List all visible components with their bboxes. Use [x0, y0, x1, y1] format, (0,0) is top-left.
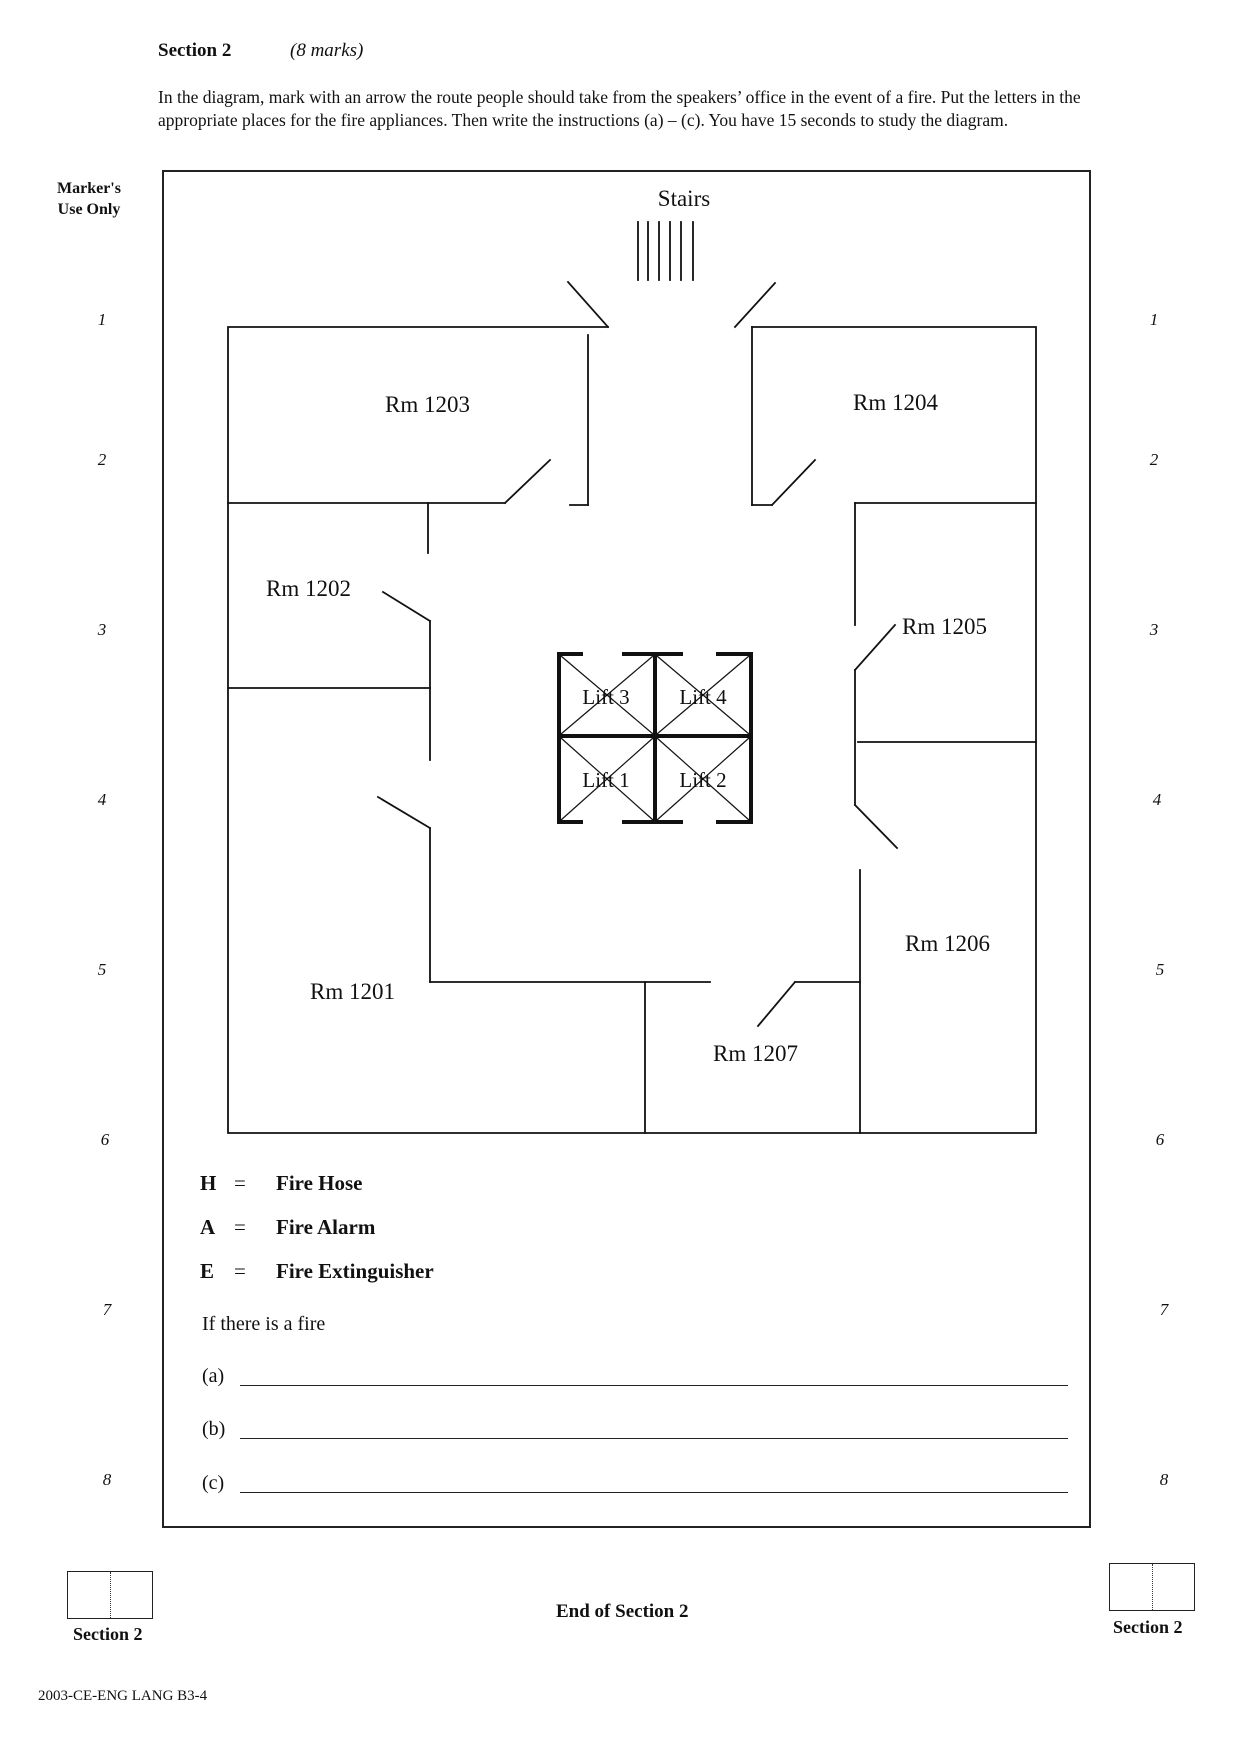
marker-number-right: 6: [1155, 1130, 1165, 1149]
lift-label: Lift 3: [582, 685, 629, 709]
marker-number-left: 4: [97, 790, 107, 809]
stairs-label: Stairs: [658, 186, 710, 211]
marker-number-left: 2: [97, 450, 107, 469]
instructions: In the diagram, mark with an arrow the r…: [158, 87, 1081, 130]
end-of-section: End of Section 2: [556, 1601, 689, 1622]
marker-number-left: 8: [102, 1470, 112, 1489]
legend-equals: =: [234, 1259, 246, 1283]
lift-label: Lift 2: [679, 768, 726, 792]
section-box-label-right: Section 2: [1113, 1617, 1183, 1637]
legend-equals: =: [234, 1215, 246, 1239]
legend-label: Fire Alarm: [276, 1215, 376, 1239]
room-label: Rm 1207: [713, 1041, 798, 1066]
legend-key: A: [200, 1215, 216, 1239]
marker-number-left: 5: [97, 960, 107, 979]
diagram-frame: [162, 170, 1091, 1528]
marker-score-box-left: [67, 1571, 153, 1619]
answer-line-a[interactable]: [240, 1385, 1068, 1386]
door-line: [566, 280, 610, 329]
legend-row: H = Fire Hose: [200, 1171, 363, 1196]
marker-number-left: 7: [102, 1300, 112, 1319]
room-label: Rm 1203: [385, 392, 470, 417]
legend-label: Fire Hose: [276, 1171, 363, 1195]
marker-number-right: 2: [1149, 450, 1159, 469]
marker-number-right: 1: [1149, 310, 1159, 329]
room-label: Rm 1202: [266, 576, 351, 601]
section-title: Section 2: [158, 40, 232, 61]
marker-score-box-right: [1109, 1563, 1195, 1611]
marker-number-left: 1: [97, 310, 107, 329]
legend-row: A = Fire Alarm: [200, 1215, 375, 1240]
answer-prompt: If there is a fire: [202, 1313, 326, 1335]
legend-label: Fire Extinguisher: [276, 1259, 434, 1283]
lift-block: [557, 651, 753, 825]
answer-line-b[interactable]: [240, 1438, 1068, 1439]
answer-label-c: (c): [202, 1472, 225, 1494]
section-marks: (8 marks): [290, 40, 364, 61]
room-label: Rm 1204: [853, 390, 938, 415]
marker-number-right: 5: [1155, 960, 1165, 979]
marker-number-left: 3: [97, 620, 107, 639]
marker-number-left: 6: [100, 1130, 110, 1149]
marker-number-right: 7: [1159, 1300, 1169, 1319]
legend-key: H: [200, 1171, 217, 1195]
room-label: Rm 1206: [905, 931, 990, 956]
door-line: [733, 281, 777, 329]
legend-equals: =: [234, 1171, 246, 1195]
marker-number-right: 4: [1152, 790, 1162, 809]
lift-label: Lift 1: [582, 768, 629, 792]
marker-number-right: 3: [1149, 620, 1159, 639]
legend-row: E = Fire Extinguisher: [200, 1259, 434, 1284]
room-label: Rm 1201: [310, 979, 395, 1004]
legend-key: E: [200, 1259, 215, 1283]
answer-label-b: (b): [202, 1418, 226, 1440]
stairs-icon: [637, 221, 694, 281]
marker-number-right: 8: [1159, 1470, 1169, 1489]
lift-label: Lift 4: [679, 685, 727, 709]
marker-use-heading: Marker's Use Only: [57, 180, 121, 218]
answer-line-c[interactable]: [240, 1492, 1068, 1493]
section-box-label-left: Section 2: [73, 1624, 143, 1644]
answer-label-a: (a): [202, 1365, 225, 1387]
paper-code: 2003-CE-ENG LANG B3-4: [38, 1688, 208, 1704]
room-label: Rm 1205: [902, 614, 987, 639]
